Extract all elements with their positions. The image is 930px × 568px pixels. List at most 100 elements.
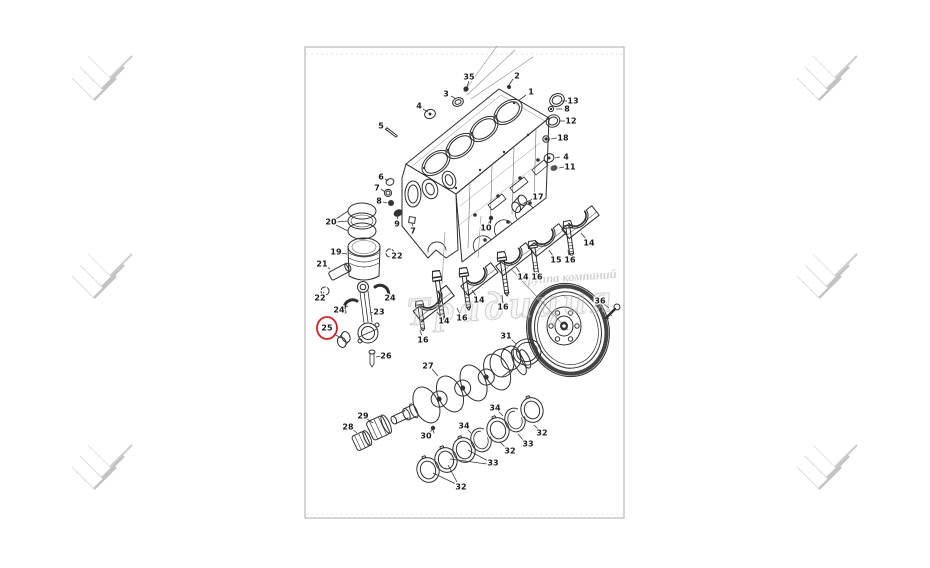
watermark-small-text: группа компаний <box>522 267 617 288</box>
callout-leader-line <box>428 429 433 434</box>
chevron-logo-icon <box>70 443 134 491</box>
callout-30[interactable]: 30 <box>419 430 433 442</box>
callout-leader-line <box>567 249 570 257</box>
callout-22[interactable]: 22 <box>313 292 327 304</box>
callout-27[interactable]: 27 <box>421 360 435 372</box>
callout-leader-line <box>369 311 375 314</box>
callout-2[interactable]: 2 <box>513 70 521 82</box>
callout-leader-line <box>325 265 331 270</box>
callout-32[interactable]: 32 <box>535 427 549 439</box>
callout-leader-line <box>499 441 507 449</box>
callout-21[interactable]: 21 <box>315 258 329 270</box>
callout-leader-line <box>558 166 565 169</box>
callout-leader-line <box>335 224 349 232</box>
callout-leader-line <box>603 303 610 309</box>
callout-1[interactable]: 1 <box>527 86 536 98</box>
callout-34[interactable]: 34 <box>488 402 502 414</box>
callout-22[interactable]: 22 <box>390 250 404 262</box>
callout-leader-line <box>515 266 521 274</box>
callout-16[interactable]: 16 <box>455 312 469 324</box>
callout-4[interactable]: 4 <box>562 151 571 163</box>
callout-leader-line <box>432 472 457 485</box>
callout-7[interactable]: 7 <box>373 182 381 194</box>
callout-leader-line <box>550 137 558 140</box>
callout-24[interactable]: 24 <box>332 304 346 316</box>
callout-15[interactable]: 15 <box>549 254 563 266</box>
callout-36[interactable]: 36 <box>593 295 607 307</box>
flywheel-bolt-drawing <box>604 303 621 320</box>
callout-leader-line <box>517 94 527 102</box>
callout-26[interactable]: 26 <box>379 350 393 362</box>
callout-leader-line <box>340 252 348 255</box>
callout-23[interactable]: 23 <box>372 306 386 318</box>
callout-leader-line <box>467 449 489 462</box>
callout-13[interactable]: 13 <box>566 95 580 107</box>
callout-leader-line <box>396 215 399 221</box>
callout-12[interactable]: 12 <box>564 115 578 127</box>
callout-10[interactable]: 10 <box>479 222 493 234</box>
callout-leader-line <box>532 267 536 274</box>
callout-leader-line <box>383 293 388 297</box>
crankshaft-drawing <box>351 348 532 451</box>
callout-28[interactable]: 28 <box>341 421 355 433</box>
engine-block-drawing <box>401 45 550 285</box>
callout-leader-line <box>419 329 423 337</box>
callout-35[interactable]: 35 <box>462 71 476 83</box>
callout-14[interactable]: 14 <box>516 271 530 283</box>
callout-leader-line <box>449 458 488 465</box>
callout-leader-line <box>508 78 514 86</box>
callout-8[interactable]: 8 <box>563 103 572 115</box>
callout-8[interactable]: 8 <box>375 195 384 207</box>
callout-32[interactable]: 32 <box>454 481 468 493</box>
callout-19[interactable]: 19 <box>329 246 343 258</box>
callout-20[interactable]: 20 <box>324 216 338 228</box>
callout-leader-line <box>342 305 349 309</box>
callout-leader-line <box>456 307 461 315</box>
callout-32[interactable]: 32 <box>503 445 517 457</box>
callout-31[interactable]: 31 <box>499 330 513 342</box>
callout-7[interactable]: 7 <box>409 225 417 237</box>
callout-leader-line <box>548 249 554 257</box>
callout-leader-line <box>517 433 525 442</box>
callout-leader-line <box>390 253 394 256</box>
chevron-logo-icon <box>70 54 134 102</box>
callout-leader-line <box>380 188 386 193</box>
callout-leader-line <box>523 198 534 204</box>
chevron-logo-icon <box>70 252 134 300</box>
callout-14[interactable]: 14 <box>582 237 596 249</box>
callout-16[interactable]: 16 <box>563 254 577 266</box>
callout-33[interactable]: 33 <box>521 438 535 450</box>
callout-6[interactable]: 6 <box>377 171 386 183</box>
callout-18[interactable]: 18 <box>556 132 570 144</box>
callout-leader-line <box>382 201 388 204</box>
callout-leader-line <box>497 410 504 417</box>
callout-5[interactable]: 5 <box>377 120 386 132</box>
callout-24[interactable]: 24 <box>383 292 397 304</box>
callout-leader-line <box>375 355 382 358</box>
callout-leader-line <box>366 418 374 424</box>
callout-33[interactable]: 33 <box>486 457 500 469</box>
callout-3[interactable]: 3 <box>442 88 450 100</box>
callout-14[interactable]: 14 <box>472 294 486 306</box>
diagram-panel-border <box>304 46 625 519</box>
chevron-logo-icon <box>795 252 859 300</box>
callout-leader-line <box>533 424 540 431</box>
callout-4[interactable]: 4 <box>415 100 424 112</box>
callout-17[interactable]: 17 <box>531 191 545 203</box>
callout-leader-line <box>351 428 358 434</box>
callout-14[interactable]: 14 <box>437 315 451 327</box>
callout-16[interactable]: 16 <box>496 301 510 313</box>
callout-29[interactable]: 29 <box>356 410 370 422</box>
callout-leader-line <box>384 128 390 133</box>
callout-25[interactable]: 25 <box>320 322 334 334</box>
callout-9[interactable]: 9 <box>393 218 402 230</box>
callout-leader-line <box>487 219 492 225</box>
callout-16[interactable]: 16 <box>530 271 544 283</box>
callout-34[interactable]: 34 <box>457 420 471 432</box>
callout-16[interactable]: 16 <box>416 334 430 346</box>
callout-11[interactable]: 11 <box>563 161 577 173</box>
callout-leader-line <box>411 222 414 228</box>
callout-leader-line <box>321 291 325 296</box>
